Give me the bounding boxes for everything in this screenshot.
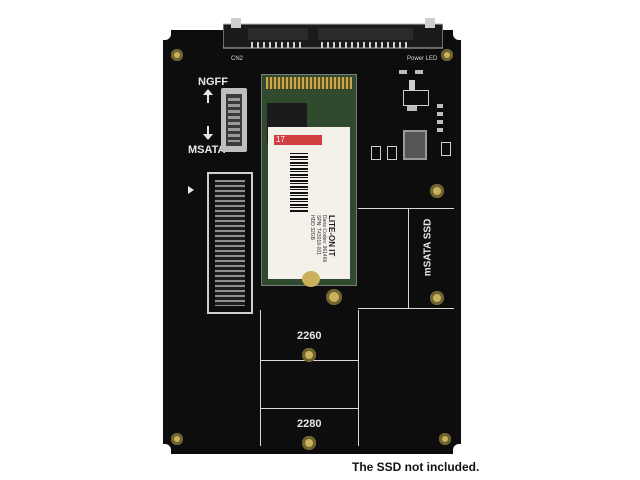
- component-cluster: [371, 66, 457, 184]
- ssd-info-line-1: Dana Codes: 961466: [321, 215, 327, 263]
- ssd-label-tag: 17: [276, 135, 285, 144]
- mount-hole-top-left: [171, 49, 183, 61]
- standoff-msata-bottom: [430, 291, 444, 305]
- mode-switch[interactable]: [221, 88, 247, 152]
- disclaimer-caption: The SSD not included.: [352, 460, 480, 474]
- length-label-2260: 2260: [297, 330, 322, 342]
- length-label-2280: 2280: [297, 418, 322, 430]
- adapter-board: CN2 NGFF MSATA 17 LITE-: [159, 18, 465, 458]
- standoff-2280: [302, 436, 316, 450]
- board-notch-bottom-right: [453, 444, 465, 458]
- msata-connector: [207, 172, 253, 314]
- ssd-brand-text: LITE-ON IT: [327, 215, 336, 257]
- board-notch-top-left: [159, 26, 171, 40]
- mount-hole-bottom-left: [171, 433, 183, 445]
- msata-slot-label: mSATA SSD: [422, 218, 434, 277]
- mount-hole-top-right: [441, 49, 453, 61]
- connector-label: CN2: [231, 56, 244, 62]
- board-notch-bottom-left: [159, 444, 171, 458]
- inductor: [403, 130, 427, 160]
- standoff-2242: [326, 289, 342, 305]
- pin1-marker-icon: [188, 186, 194, 194]
- power-led-label: Power LED: [407, 56, 438, 62]
- ssd-barcode: [290, 153, 308, 213]
- m2-ssd-module: 17 LITE-ON IT Dana Codes: 961466 SPN: T4…: [261, 74, 357, 287]
- board-notch-top-right: [453, 26, 465, 40]
- mode-switch-slider[interactable]: [226, 94, 242, 146]
- switch-label-ngff: NGFF: [198, 76, 228, 88]
- ssd-mount-notch: [302, 271, 320, 287]
- standoff-msata-top: [430, 184, 444, 198]
- switch-label-msata: MSATA: [188, 144, 226, 156]
- ssd-gold-contacts: [266, 77, 352, 89]
- sata-connector: [223, 18, 443, 49]
- ssd-label-sticker: 17 LITE-ON IT Dana Codes: 961466 SPN: T4…: [268, 127, 350, 279]
- mount-hole-bottom-right: [439, 433, 451, 445]
- arrow-up-icon: [203, 89, 213, 103]
- arrow-down-icon: [203, 126, 213, 140]
- standoff-2260: [302, 348, 316, 362]
